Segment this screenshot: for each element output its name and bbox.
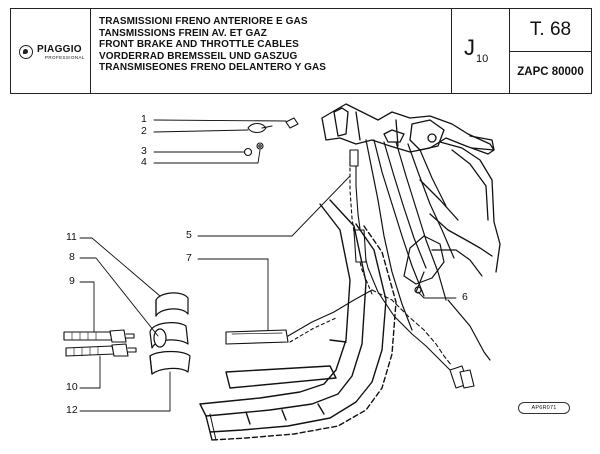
callout-5: 5	[186, 229, 192, 241]
piaggio-logo: PIAGGIO PROFESSIONAL	[17, 43, 85, 63]
section-code: J10	[464, 35, 488, 65]
title-english: FRONT BRAKE AND THROTTLE CABLES	[99, 39, 299, 50]
callout-3: 3	[141, 145, 147, 157]
table-info-cell: T. 68 ZAPC 80000	[510, 9, 591, 93]
callout-6: 6	[462, 291, 468, 303]
title-german: VORDERRAD BREMSSEIL UND GASZUG	[99, 50, 298, 62]
table-number: T. 68	[510, 9, 591, 52]
leader-lines	[79, 119, 457, 412]
section-letter: J	[464, 35, 475, 60]
callout-12: 12	[66, 404, 78, 416]
callout-7: 7	[186, 252, 192, 264]
title-french: TANSMISSIONS FREIN AV. ET GAZ	[99, 27, 267, 39]
section-number: 10	[476, 53, 489, 65]
callout-4: 4	[141, 156, 147, 168]
handlebar-assembly	[321, 103, 501, 273]
title-block: PIAGGIO PROFESSIONAL TRASMISSIONI FRENO …	[10, 8, 592, 94]
cable-sleeve-parts	[149, 292, 191, 375]
title-spanish: TRANSMISEONES FRENO DELANTERO Y GAS	[99, 62, 327, 73]
callout-10: 10	[66, 381, 78, 393]
exploded-diagram	[63, 103, 501, 441]
cable-bundle	[365, 139, 455, 331]
logo-cell: PIAGGIO PROFESSIONAL	[11, 9, 91, 93]
piaggio-emblem-icon	[19, 45, 33, 59]
small-hardware	[243, 117, 299, 157]
serial-number: ZAPC 80000	[517, 66, 584, 78]
leg-shield	[199, 199, 397, 441]
callout-1: 1	[141, 113, 147, 125]
adjuster-screws	[63, 329, 137, 357]
callout-11: 11	[66, 231, 77, 243]
drawing-reference: AP6R071	[518, 402, 570, 414]
throttle-cable	[225, 289, 475, 389]
callout-9: 9	[69, 275, 75, 287]
section-code-cell: J10	[452, 9, 510, 93]
brand-subtitle: PROFESSIONAL	[45, 55, 85, 60]
title-italian: TRASMISSIONI FRENO ANTERIORE E GAS	[99, 16, 308, 27]
callout-8: 8	[69, 251, 75, 263]
brand-name: PIAGGIO	[37, 44, 82, 55]
callout-2: 2	[141, 125, 147, 137]
titles-cell: TRASMISSIONI FRENO ANTERIORE E GAS TANSM…	[91, 9, 452, 93]
